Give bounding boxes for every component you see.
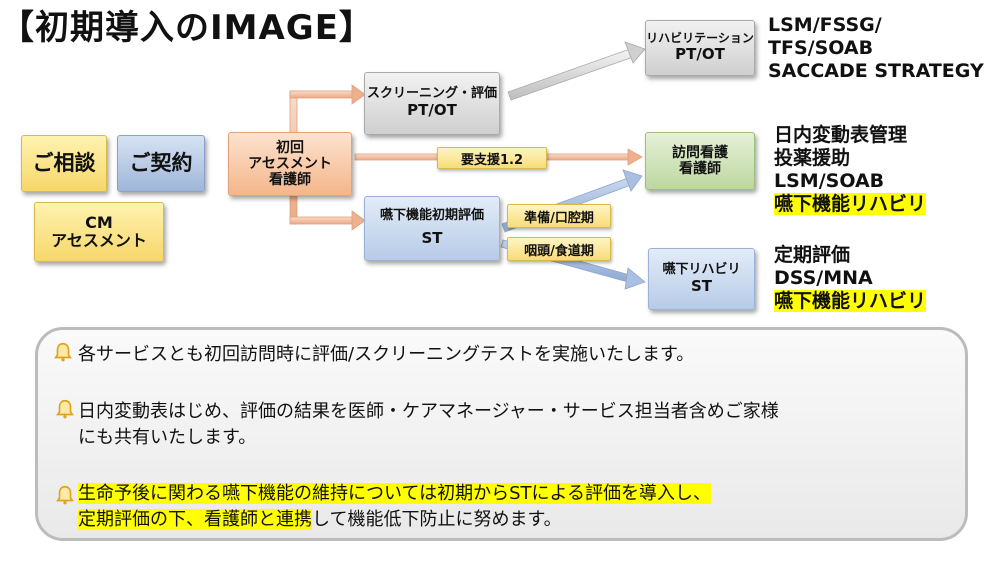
bell-icon (56, 399, 74, 419)
initial-assessment-box: 初回 アセスメント 看護師 (228, 132, 352, 196)
nursing-list-item: 投薬援助 (774, 147, 851, 169)
note-text: して機能低下防止に努めます。 (312, 509, 562, 530)
swallow-list: 定期評価 DSS/MNA 嚥下機能リハビリ (774, 244, 927, 313)
rehab-list: LSM/FSSG/ TFS/SOAB SACCADE STRATEGY (768, 14, 984, 83)
swallow-rehab-label-1: 嚥下リハビリ (662, 261, 741, 277)
screening-box: スクリーニング・評価 PT/OT (364, 72, 500, 135)
note-panel (35, 327, 968, 541)
bell-icon (56, 485, 74, 505)
home-nursing-box: 訪問看護 看護師 (645, 132, 755, 190)
note-line-3a: 生命予後に関わる嚥下機能の維持については初期からSTによる評価を導入し、 (78, 481, 711, 506)
note-line-2b: にも共有いたします。 (78, 427, 257, 448)
cm-label-2: アセスメント (51, 231, 147, 250)
blue-arrows (500, 169, 646, 290)
nursing-list-item: LSM/SOAB (774, 170, 885, 192)
swallow-list-item-highlight: 嚥下機能リハビリ (774, 290, 927, 312)
initial-label-1: 初回 (276, 139, 304, 156)
nursing-list: 日内変動表管理 投薬援助 LSM/SOAB 嚥下機能リハビリ (774, 124, 927, 216)
bell-icon (54, 342, 72, 362)
swallow-list-item: 定期評価 (774, 244, 851, 266)
support-tag: 要支援1.2 (437, 147, 547, 169)
rehab-box: リハビリテーション PT/OT (645, 20, 755, 76)
prep-oral-tag: 準備/口腔期 (507, 204, 611, 228)
initial-label-2: アセスメント (248, 155, 332, 172)
gray-arrow (507, 41, 646, 101)
note-line-3b: 定期評価の下、看護師と連携して機能低下防止に努めます。 (78, 507, 562, 532)
swallow-rehab-label-2: ST (690, 276, 713, 295)
note-line-1: 各サービスとも初回訪問時に評価/スクリーニングテストを実施いたします。 (78, 344, 695, 365)
nursing-list-item: 日内変動表管理 (774, 124, 908, 146)
contract-label: ご契約 (129, 151, 193, 176)
rehab-label-1: リハビリテーション (646, 31, 754, 46)
home-nursing-label-2: 看護師 (679, 161, 721, 177)
rehab-label-2: PT/OT (675, 45, 725, 64)
swallow-list-item: DSS/MNA (774, 267, 873, 289)
cm-label-1: CM (85, 212, 113, 232)
note-highlight: 定期評価の下、看護師と連携 (78, 509, 312, 530)
rehab-list-item: LSM/FSSG/ (768, 14, 882, 36)
page-title: 【初期導入のIMAGE】 (0, 8, 374, 48)
rehab-list-item: TFS/SOAB (768, 37, 874, 59)
pharynx-esoph-tag: 咽頭/食道期 (507, 237, 611, 261)
swallow-eval-box: 嚥下機能初期評価 ST (364, 196, 500, 261)
note-highlight: 生命予後に関わる嚥下機能の維持については初期からSTによる評価を導入し、 (78, 483, 711, 504)
screening-label-1: スクリーニング・評価 (366, 86, 497, 102)
swallow-eval-label-2: ST (421, 229, 443, 248)
consult-box: ご相談 (21, 135, 107, 192)
swallow-rehab-box: 嚥下リハビリ ST (648, 248, 755, 310)
consult-label: ご相談 (32, 151, 96, 176)
cm-assessment-box: CM アセスメント (34, 202, 164, 262)
initial-label-3: 看護師 (269, 172, 311, 189)
note-line-2a: 日内変動表はじめ、評価の結果を医師・ケアマネージャー・サービス担当者含めご家様 (78, 401, 779, 422)
contract-box: ご契約 (117, 135, 205, 192)
screening-label-2: PT/OT (407, 101, 457, 120)
rehab-list-item: SACCADE STRATEGY (768, 60, 984, 82)
nursing-list-item-highlight: 嚥下機能リハビリ (774, 193, 927, 215)
swallow-eval-label-1: 嚥下機能初期評価 (379, 208, 484, 224)
home-nursing-label-1: 訪問看護 (672, 144, 728, 161)
